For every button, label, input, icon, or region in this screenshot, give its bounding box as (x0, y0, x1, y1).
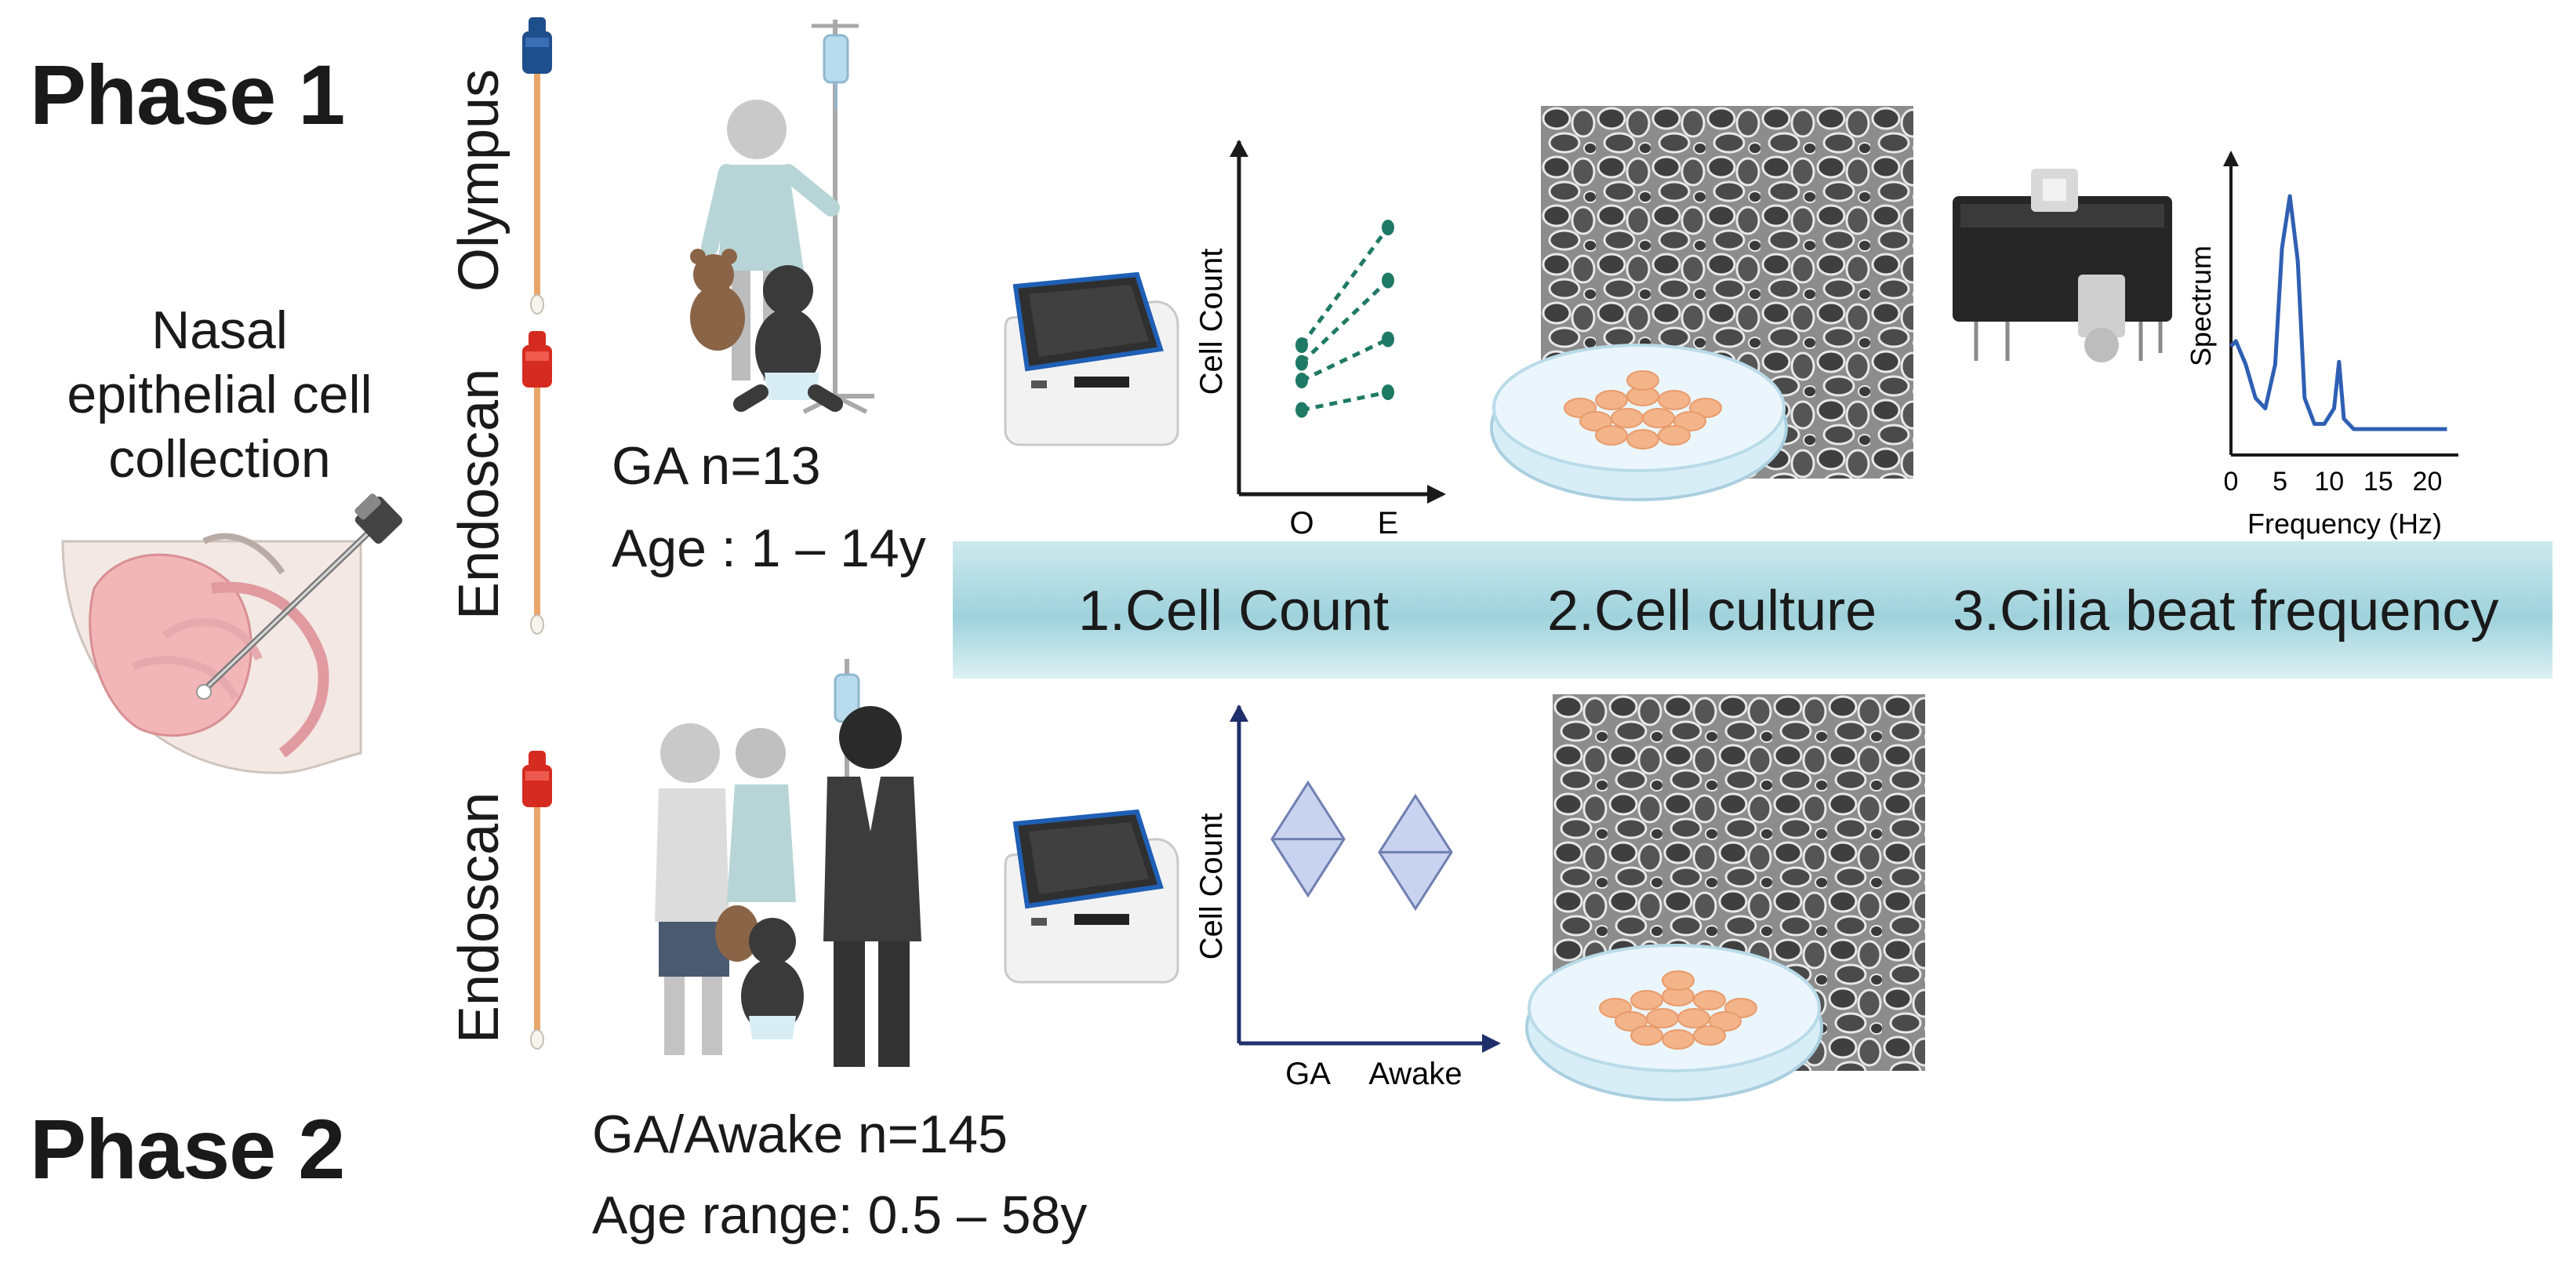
chart1-series-line (1300, 278, 1390, 365)
nasal-anatomy-illustration (61, 493, 403, 774)
petri-dish-phase2 (1525, 944, 1823, 1101)
band-step-cell-culture: 2.Cell culture (1547, 580, 1877, 642)
chart3-y-label: Spectrum (2185, 246, 2217, 366)
chart1-series-line (1300, 337, 1390, 383)
endoscan-swab-phase2 (522, 751, 552, 1050)
phase1-cell-count-chart: Cell Count O E (1194, 140, 1446, 541)
endoscan-label-phase1: Endoscan (448, 368, 510, 620)
chart2-x-tick-awake: Awake (1368, 1057, 1462, 1091)
chart1-series-line (1299, 226, 1390, 347)
chart1-data-point (1295, 337, 1308, 353)
chart1-data-point (1295, 355, 1308, 371)
chart3-spectrum-line (2229, 194, 2447, 431)
chart1-series-line (1301, 390, 1389, 412)
cilia-spectrum-chart: 0 5 10 15 20 Spectrum Frequency (Hz) (2185, 151, 2458, 540)
phase1-patients-illustration (690, 20, 874, 414)
olympus-swab (522, 17, 552, 315)
microscope-device (1953, 169, 2172, 362)
chart3-x-label: Frequency (Hz) (2247, 508, 2442, 540)
chart1-x-tick-o: O (1289, 506, 1313, 541)
chart2-y-label: Cell Count (1194, 813, 1229, 960)
phase2-cohort-age: Age range: 0.5 – 58y (592, 1185, 1088, 1245)
cell-counter-device-phase1 (1004, 271, 1179, 446)
chart1-data-point (1295, 373, 1308, 388)
olympus-label: Olympus (448, 68, 510, 292)
chart1-data-point (1382, 331, 1394, 348)
chart3-x-tick-label: 20 (2413, 467, 2443, 497)
chart1-data-point (1382, 272, 1394, 289)
endoscan-swab-phase1 (522, 331, 552, 635)
endoscan-label-phase2: Endoscan (448, 792, 510, 1043)
chart1-y-label: Cell Count (1194, 249, 1229, 395)
band-step-cilia-beat-frequency: 3.Cilia beat frequency (1953, 580, 2499, 642)
collection-title-line1: Nasal (151, 300, 288, 360)
phase1-title: Phase 1 (30, 47, 345, 142)
chart1-x-tick-e: E (1378, 506, 1399, 541)
petri-dish-phase1 (1490, 344, 1788, 501)
chart3-x-tick-label: 10 (2314, 467, 2344, 497)
phase2-cohort-n: GA/Awake n=145 (592, 1105, 1008, 1164)
phase1-cohort-n: GA n=13 (612, 436, 821, 496)
chart3-x-tick-label: 5 (2273, 467, 2287, 497)
chart1-data-point (1382, 220, 1394, 235)
collection-title: Nasal epithelial cell collection (16, 298, 423, 491)
chart1-data-point (1295, 402, 1308, 418)
band-step-cell-count: 1.Cell Count (1078, 580, 1390, 642)
chart3-x-tick-label: 15 (2363, 467, 2393, 497)
cell-counter-device-phase2 (1004, 809, 1179, 984)
chart2-x-tick-ga: GA (1285, 1057, 1331, 1091)
phase2-patients-illustration (655, 659, 921, 1067)
chart3-x-tick-label: 0 (2224, 467, 2239, 497)
collection-title-line3: collection (108, 429, 331, 489)
collection-title-line2: epithelial cell (67, 365, 372, 424)
phase1-cohort-age: Age : 1 – 14y (612, 519, 926, 578)
chart1-data-point (1382, 384, 1394, 400)
phase2-cell-count-chart: Cell Count GA Awake (1194, 704, 1501, 1091)
methods-band (953, 541, 2552, 679)
phase2-title: Phase 2 (30, 1101, 345, 1196)
